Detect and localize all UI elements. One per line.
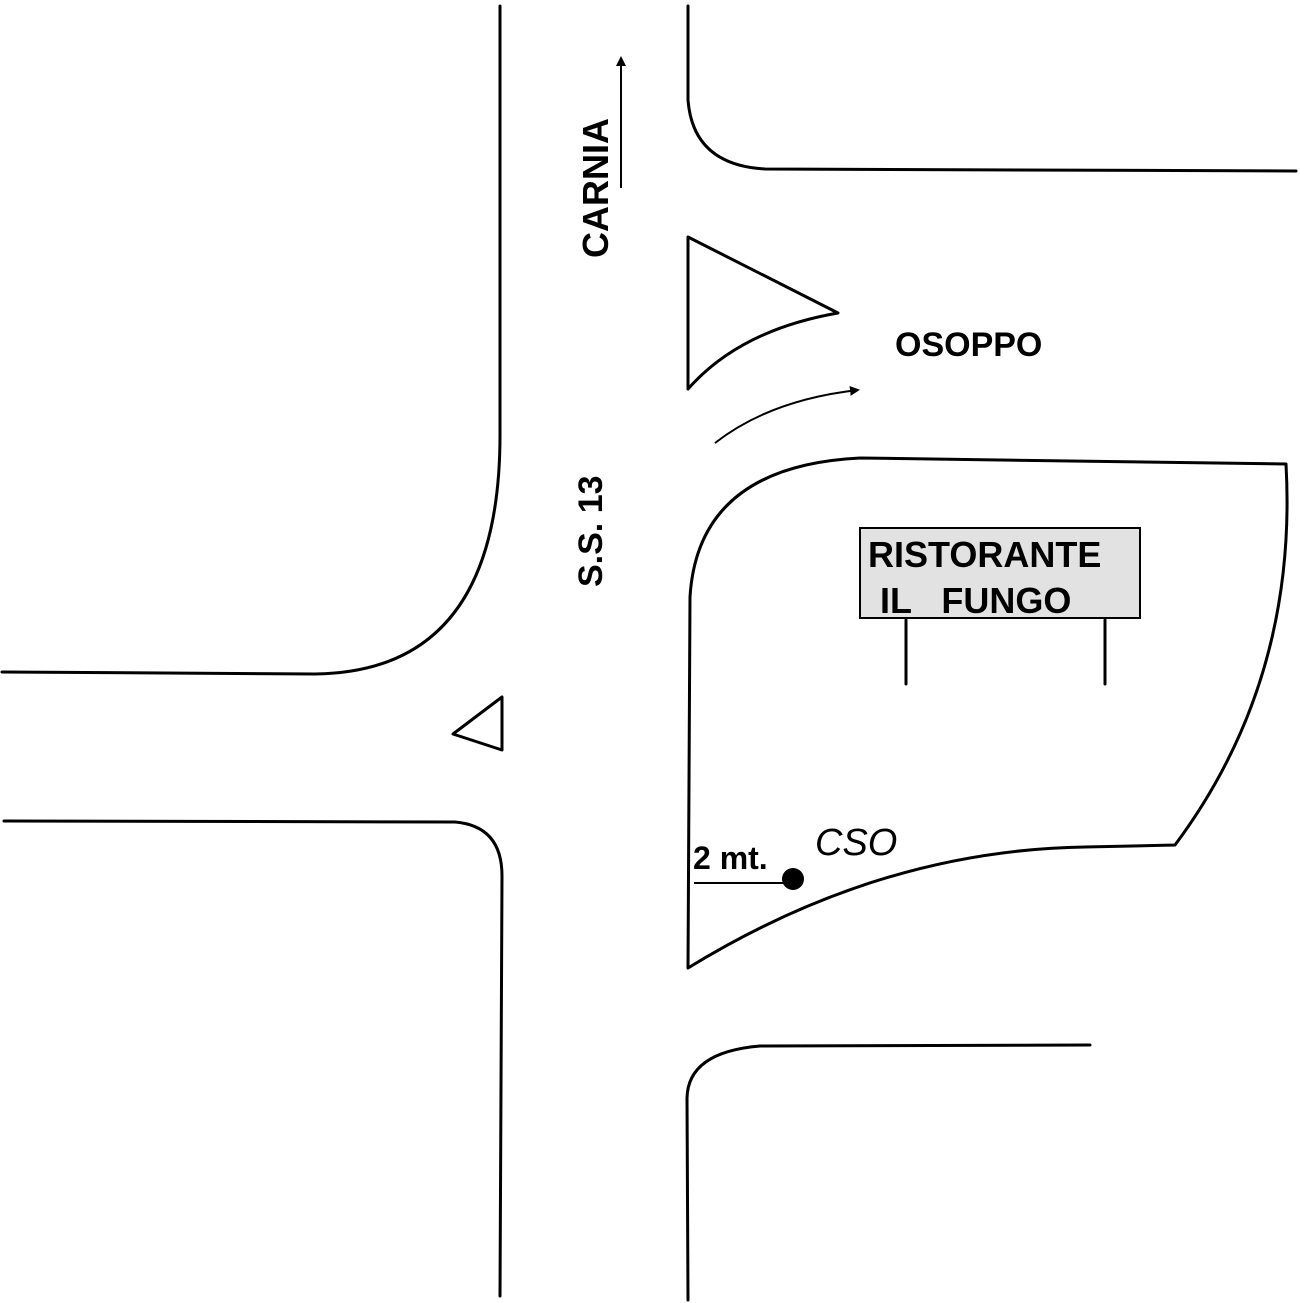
ss13-east-edge-north <box>686 4 1298 173</box>
ss13-east-edge-south <box>685 1043 1092 1302</box>
cso-marker-dot <box>782 868 804 890</box>
arrow-osoppo-icon <box>714 385 860 444</box>
ss13-west-edge-north <box>0 4 502 676</box>
restaurant-sign: RISTORANTE IL FUNGO <box>859 527 1141 686</box>
carnia-label: CARNIA <box>575 118 616 258</box>
road-name-label: S.S. 13 <box>572 475 610 587</box>
ss13-west-edge-south <box>2 819 504 1298</box>
restaurant-parcel <box>686 456 1289 970</box>
traffic-island <box>686 235 840 391</box>
restaurant-sign-line2: IL FUNGO <box>880 580 1071 621</box>
distance-label: 2 mt. <box>693 840 768 876</box>
yield-sign-west <box>451 695 504 752</box>
restaurant-sign-board <box>859 527 1141 619</box>
restaurant-sign-line1: RISTORANTE <box>868 534 1101 575</box>
cso-label: CSO <box>815 822 897 864</box>
osoppo-label: OSOPPO <box>895 326 1042 364</box>
